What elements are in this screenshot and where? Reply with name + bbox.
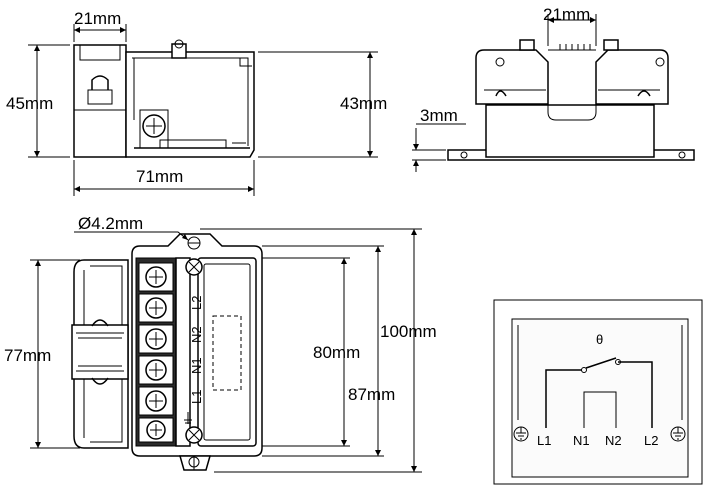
schematic-terminal-n2: N2	[605, 433, 622, 448]
housing-section	[125, 51, 255, 158]
dim-total-length: 71mm	[73, 160, 255, 196]
dim-outer-height: 100mm	[200, 228, 437, 473]
dim-label-3mm: 3mm	[420, 106, 458, 125]
dim-side-height: 77mm	[4, 259, 80, 449]
dim-label-43mm: 43mm	[340, 94, 387, 113]
terminal-screws	[138, 262, 174, 443]
schematic-terminal-l1: L1	[537, 433, 551, 448]
end-view	[447, 39, 695, 161]
dim-label-hole: Ø4.2mm	[78, 214, 143, 233]
ground-icon	[513, 426, 529, 442]
terminal-label-l2: L2	[189, 296, 204, 310]
terminal-screw	[138, 417, 174, 443]
schematic-frame	[493, 299, 703, 485]
terminal-screw	[138, 386, 174, 416]
dim-left-height: 45mm	[6, 44, 70, 158]
switch-label: θ	[596, 332, 603, 347]
wiring-schematic: θ L1 N1 N2 L2	[493, 299, 703, 485]
dim-mount-height: 87mm	[262, 245, 395, 457]
schematic-inner-frame	[511, 318, 689, 478]
schematic-terminal-n1: N1	[573, 433, 590, 448]
dim-top-left-width: 21mm	[73, 9, 127, 42]
schematic-terminal-l2: L2	[644, 433, 658, 448]
dim-label-71mm: 71mm	[136, 167, 183, 186]
dim-label-87mm: 87mm	[348, 385, 395, 404]
terminal-label-n2: N2	[189, 326, 204, 343]
dim-hole-diameter: Ø4.2mm	[74, 214, 189, 241]
ground-icon	[670, 426, 686, 442]
side-clip	[71, 324, 129, 380]
dim-top-right-width: 21mm	[543, 5, 597, 46]
dim-label-100mm: 100mm	[380, 322, 437, 341]
dim-right-height: 43mm	[258, 51, 387, 158]
dim-inner-height: 80mm	[262, 257, 360, 447]
dim-label-45mm: 45mm	[6, 94, 53, 113]
terminal-labels: L2 N2 N1 L1	[184, 296, 204, 424]
dim-label-80mm: 80mm	[313, 343, 360, 362]
dim-label-21mm-left: 21mm	[74, 9, 121, 28]
dim-label-21mm-right: 21mm	[543, 5, 590, 24]
terminal-screw	[138, 324, 174, 354]
dim-label-77mm: 77mm	[4, 346, 51, 365]
dim-base-thickness: 3mm	[412, 106, 466, 172]
terminal-screw	[138, 262, 174, 292]
inner-cover	[197, 257, 257, 447]
terminal-screw	[138, 293, 174, 323]
terminal-label-l1: L1	[189, 390, 204, 404]
terminal-label-n1: N1	[189, 357, 204, 374]
left-block	[73, 44, 127, 158]
terminal-screw	[138, 355, 174, 385]
side-section-view	[73, 39, 255, 158]
